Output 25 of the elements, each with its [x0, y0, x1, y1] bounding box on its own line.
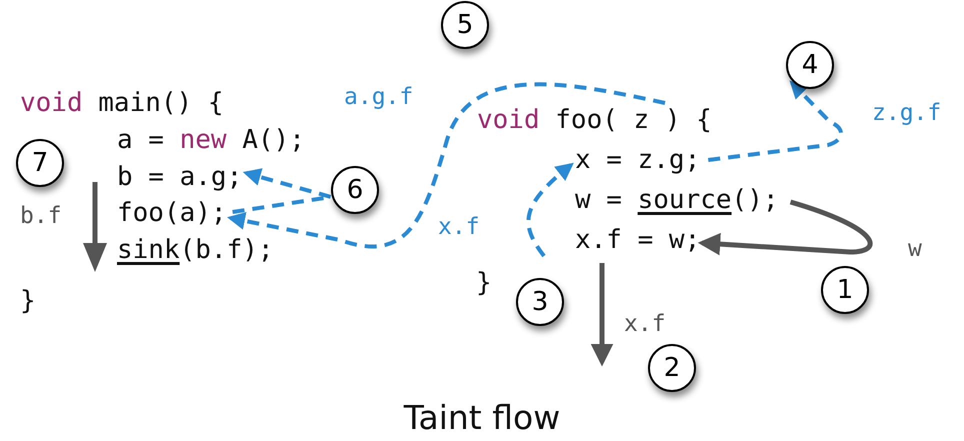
- caption: Taint flow: [402, 398, 562, 437]
- code-line: foo(a);: [117, 198, 227, 228]
- code-line: }: [20, 286, 36, 316]
- step-number-circle: 4: [786, 41, 834, 89]
- arrow: [590, 263, 614, 366]
- dashed-arrow: [708, 80, 843, 162]
- dashed-arrow: [526, 162, 574, 258]
- code-line: void foo( z ) {: [477, 105, 712, 135]
- step-number-circle: 2: [648, 344, 696, 392]
- code-line: x.f = w;: [575, 225, 700, 255]
- step-number-circle: 5: [441, 1, 489, 49]
- dashed-arrow: [227, 82, 666, 248]
- step-number-circle: 7: [16, 139, 64, 187]
- arrow: [698, 200, 872, 256]
- code-line: }: [476, 268, 492, 298]
- step-number-circle: 1: [821, 266, 869, 314]
- code-line: sink(b.f);: [117, 235, 274, 265]
- code-line: b = a.g;: [117, 162, 242, 192]
- dashed-arrow: [232, 168, 333, 214]
- step-number-circle: 3: [516, 278, 564, 326]
- code-line: x = z.g;: [575, 145, 700, 175]
- code-line: w = source();: [575, 185, 779, 215]
- step-number-circle: 6: [331, 166, 379, 214]
- code-line: a = new A();: [117, 125, 305, 155]
- code-line: void main() {: [20, 88, 224, 118]
